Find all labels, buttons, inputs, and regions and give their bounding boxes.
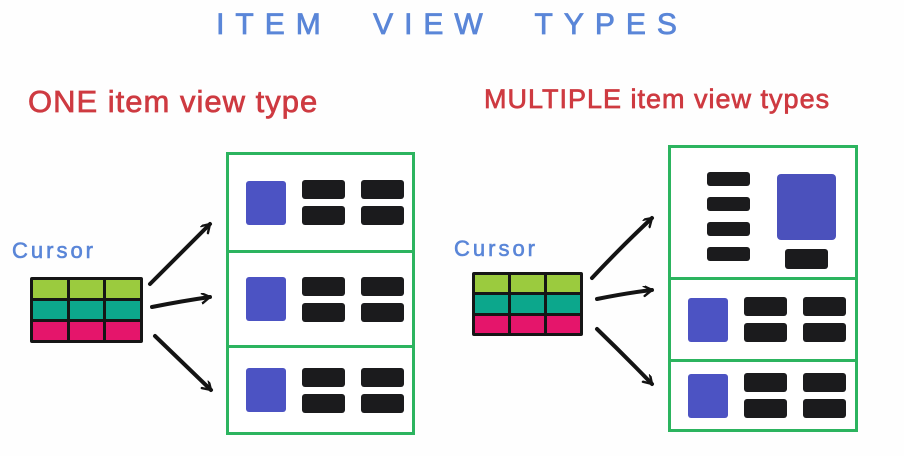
list-row-item: [671, 280, 855, 362]
grid-cell: [511, 275, 544, 293]
arrow-right-top: [590, 216, 654, 280]
text-bars-stack: [707, 172, 750, 277]
left-cursor-grid: [30, 277, 143, 343]
text-bar: [707, 222, 750, 236]
text-bar: [361, 206, 404, 225]
text-bar: [803, 373, 846, 392]
text-bars: [302, 276, 404, 322]
grid-cell: [511, 315, 544, 333]
text-bar: [803, 399, 846, 418]
grid-cell: [33, 280, 67, 298]
right-cursor-label: Cursor: [454, 236, 539, 262]
grid-cell: [69, 301, 104, 319]
large-image-placeholder: [777, 174, 836, 240]
text-bar: [302, 302, 345, 322]
right-section-heading: MULTIPLE item view types: [484, 84, 831, 115]
text-bars: [302, 180, 404, 225]
grid-cell: [106, 301, 140, 319]
grid-cell: [475, 315, 508, 333]
list-row-header-card: [671, 148, 855, 280]
arrow-left-top: [148, 222, 212, 286]
grid-cell: [69, 322, 104, 340]
image-placeholder: [688, 297, 728, 342]
text-bar: [744, 323, 787, 342]
arrow-left-middle: [150, 297, 212, 309]
grid-cell: [106, 322, 140, 340]
arrow-left-bottom: [153, 334, 213, 392]
text-bars: [302, 367, 404, 413]
text-bar: [744, 297, 787, 316]
grid-cell: [33, 322, 67, 340]
text-bars: [744, 373, 846, 418]
image-placeholder: [688, 373, 728, 418]
text-bars: [744, 297, 846, 342]
header-media: [777, 174, 836, 277]
right-cursor-grid: [472, 272, 583, 336]
grid-cell: [33, 301, 67, 319]
right-list-mockup: [668, 145, 858, 432]
grid-cell: [547, 315, 580, 333]
list-row-item: [229, 155, 412, 253]
grid-cell: [106, 280, 140, 298]
text-bar: [361, 302, 404, 322]
list-row-item: [671, 362, 855, 429]
page-title: ITEM VIEW TYPES: [216, 8, 688, 42]
grid-cell: [511, 295, 544, 313]
text-bar: [302, 367, 345, 387]
grid-cell: [475, 295, 508, 313]
arrow-right-bottom: [595, 327, 654, 386]
image-placeholder: [246, 180, 286, 225]
text-bar: [361, 393, 404, 413]
grid-cell: [547, 295, 580, 313]
image-placeholder: [246, 277, 286, 321]
text-bar: [707, 247, 750, 261]
text-bar: [744, 373, 787, 392]
text-bar: [803, 297, 846, 316]
text-bar: [361, 367, 404, 387]
left-list-mockup: [226, 152, 415, 435]
arrow-right-middle: [595, 290, 654, 301]
grid-cell: [475, 275, 508, 293]
text-bar: [302, 393, 345, 413]
grid-cell: [69, 280, 104, 298]
text-bar: [302, 206, 345, 225]
text-bar: [707, 172, 750, 186]
text-bar: [361, 276, 404, 296]
image-placeholder: [246, 368, 286, 412]
left-cursor-label: Cursor: [12, 238, 97, 264]
grid-cell: [547, 275, 580, 293]
left-section-heading: ONE item view type: [28, 84, 319, 120]
text-bar: [302, 180, 345, 199]
list-row-item: [229, 348, 412, 432]
text-bar: [707, 197, 750, 211]
text-bar: [361, 180, 404, 199]
list-row-item: [229, 253, 412, 348]
text-bar: [803, 323, 846, 342]
text-bar: [302, 276, 345, 296]
text-bar: [744, 399, 787, 418]
text-bar: [785, 249, 828, 269]
